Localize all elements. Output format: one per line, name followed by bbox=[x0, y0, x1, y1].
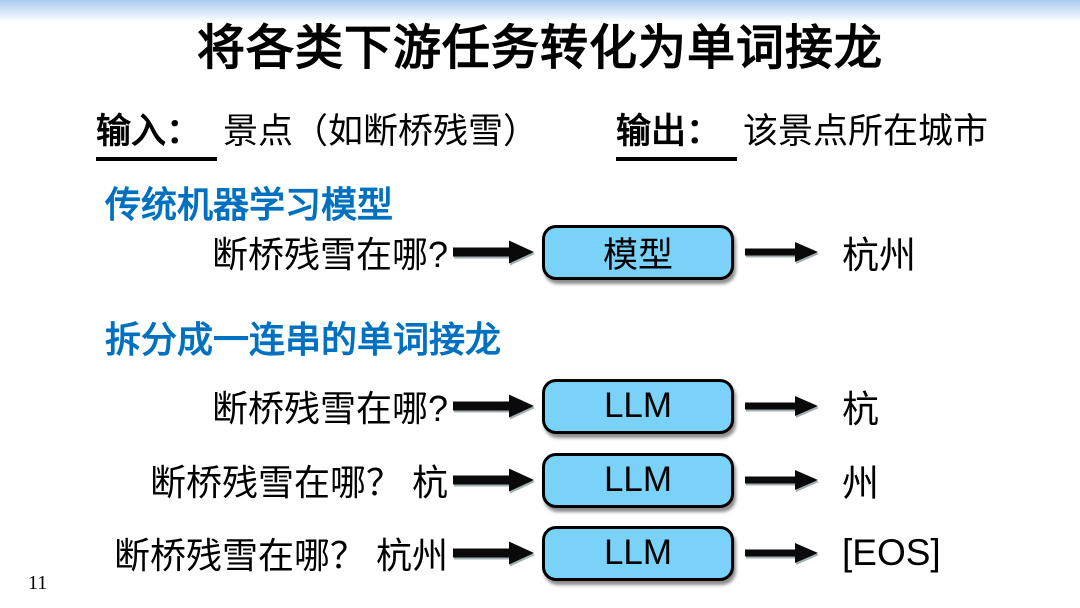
output-value: 该景点所在城市 bbox=[743, 112, 989, 151]
flow-row-llm-3: 断桥残雪在哪？ 杭州 LLM [EOS] bbox=[0, 524, 1080, 582]
arrow-right-icon bbox=[453, 541, 534, 565]
arrow-slot bbox=[736, 241, 828, 263]
page-number: 11 bbox=[28, 572, 48, 594]
flow-row-llm-2: 断桥残雪在哪？ 杭 LLM 州 bbox=[0, 451, 1080, 509]
box-slot: 模型 bbox=[540, 224, 736, 280]
model-box-label: 模型 bbox=[602, 235, 673, 275]
llm-box: LLM bbox=[542, 452, 734, 508]
flow-row-traditional: 断桥残雪在哪? 模型 杭州 bbox=[0, 223, 1080, 281]
arrow-right-icon bbox=[745, 242, 818, 262]
arrow-slot bbox=[448, 393, 540, 419]
llm-box-label: LLM bbox=[603, 533, 673, 572]
flow-row-llm-1: 断桥残雪在哪? LLM 杭 bbox=[0, 377, 1080, 435]
box-slot: LLM bbox=[540, 378, 736, 434]
arrow-right-icon bbox=[745, 470, 818, 490]
llm-box: LLM bbox=[542, 378, 734, 434]
prompt-text: 断桥残雪在哪? bbox=[211, 234, 448, 275]
output-text: 杭州 bbox=[842, 235, 916, 276]
section-heading-chain: 拆分成一连串的单词接龙 bbox=[105, 319, 502, 360]
arrow-slot bbox=[448, 540, 540, 566]
arrow-right-icon bbox=[745, 543, 818, 563]
section-heading-traditional: 传统机器学习模型 bbox=[105, 184, 394, 225]
llm-box: LLM bbox=[542, 525, 734, 581]
arrow-slot bbox=[736, 542, 828, 564]
arrow-slot bbox=[448, 239, 540, 265]
box-slot: LLM bbox=[540, 452, 736, 508]
box-slot: LLM bbox=[540, 525, 736, 581]
llm-box-label: LLM bbox=[603, 460, 673, 499]
top-gradient-bar bbox=[0, 0, 1080, 22]
arrow-right-icon bbox=[453, 468, 534, 492]
output-label: 输出： bbox=[616, 103, 738, 161]
output-text: 州 bbox=[842, 463, 879, 504]
prompt-text: 断桥残雪在哪？ 杭 bbox=[149, 462, 448, 503]
input-value: 景点（如断桥残雪） bbox=[223, 112, 539, 151]
arrow-right-icon bbox=[453, 394, 534, 418]
llm-box-label: LLM bbox=[603, 386, 673, 425]
model-box: 模型 bbox=[542, 224, 734, 280]
slide-title: 将各类下游任务转化为单词接龙 bbox=[196, 22, 883, 75]
output-text: 杭 bbox=[842, 389, 879, 430]
arrow-right-icon bbox=[453, 240, 534, 264]
arrow-right-icon bbox=[745, 396, 818, 416]
prompt-text: 断桥残雪在哪? bbox=[211, 388, 448, 429]
prompt-text: 断桥残雪在哪？ 杭州 bbox=[113, 535, 448, 576]
arrow-slot bbox=[736, 395, 828, 417]
input-label: 输入： bbox=[96, 103, 218, 161]
io-line: 输入：景点（如断桥残雪） 输出：该景点所在城市 bbox=[96, 103, 1036, 161]
arrow-slot bbox=[448, 467, 540, 493]
output-text: [EOS] bbox=[842, 532, 941, 573]
arrow-slot bbox=[736, 469, 828, 491]
